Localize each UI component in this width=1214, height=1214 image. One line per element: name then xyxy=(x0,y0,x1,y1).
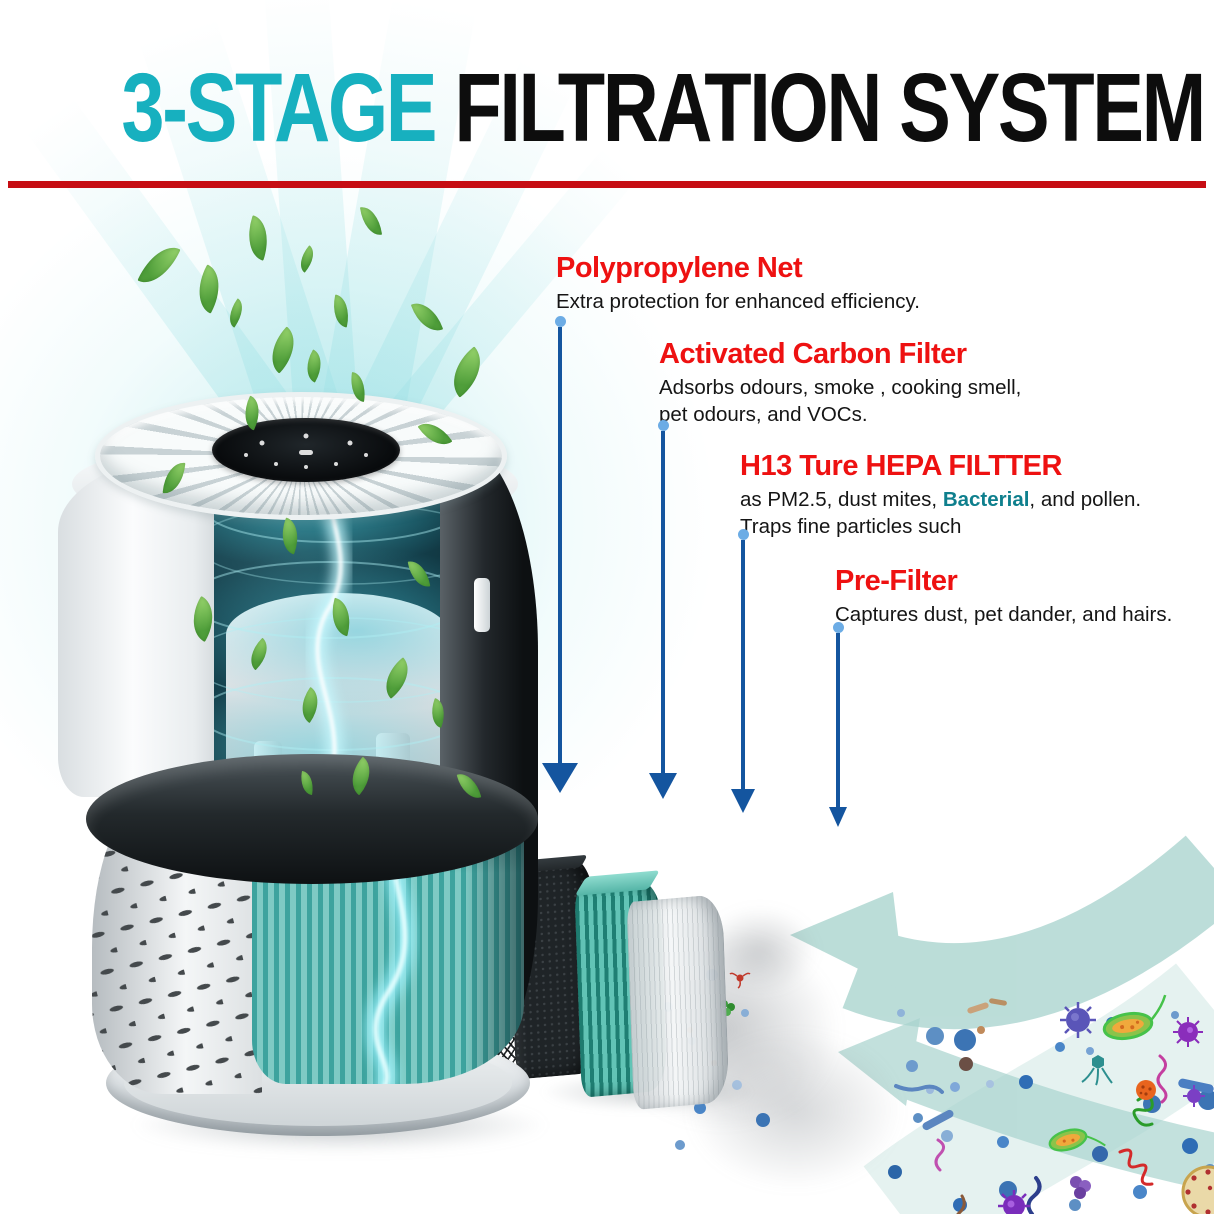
particle-dot xyxy=(999,1181,1017,1199)
virus-icon xyxy=(998,1190,1030,1214)
arrow-pre-filter xyxy=(829,622,847,827)
particle-dot xyxy=(1106,1017,1118,1029)
rod-particle xyxy=(967,1002,989,1014)
particle-dot xyxy=(1198,1090,1214,1110)
label-polypropylene-net: Polypropylene Net Extra protection for e… xyxy=(556,252,920,315)
particle-dot xyxy=(1086,1047,1094,1055)
particle-dot xyxy=(913,1113,923,1123)
page-title: 3-STAGE FILTRATION SYSTEM xyxy=(121,52,1206,164)
particle-squiggles xyxy=(894,998,1214,1214)
rod-particle xyxy=(1178,1078,1214,1094)
particle-dot xyxy=(953,1198,967,1212)
particle-dot xyxy=(986,1080,994,1088)
control-panel-icons xyxy=(244,433,368,469)
microbe-cluster-icon xyxy=(1070,1176,1091,1199)
phage-icon xyxy=(1081,1055,1113,1086)
particle-dot xyxy=(959,1057,973,1071)
particle-dot xyxy=(926,1027,944,1045)
arrow-head-icon xyxy=(829,807,847,827)
pollen-icon xyxy=(1181,1165,1214,1214)
control-panel xyxy=(212,418,400,482)
orange-microbe-icon xyxy=(1136,1080,1156,1100)
filter-clip xyxy=(474,578,490,632)
pre-filter-sheet xyxy=(626,893,730,1111)
arrow-hepa-filter xyxy=(731,529,755,813)
arrow-head-icon xyxy=(731,789,755,813)
arrow-head-icon xyxy=(542,763,578,793)
label-heading: Pre-Filter xyxy=(835,565,958,597)
virus-icon xyxy=(1173,1017,1203,1047)
arrow-origin-dot xyxy=(657,420,669,431)
arrow-activated-carbon xyxy=(649,420,677,799)
label-body: as PM2.5, dust mites, Bacterial, and pol… xyxy=(740,488,1142,538)
particle-dot xyxy=(1092,1146,1108,1162)
arrow-line xyxy=(558,327,562,763)
label-body: Captures dust, pet dander, and hairs. xyxy=(835,603,1173,626)
squiggle-microbe xyxy=(934,1138,945,1172)
squiggle-microbe xyxy=(1156,1054,1168,1104)
particle-dot xyxy=(1055,1042,1065,1052)
particle-dot xyxy=(1182,1138,1198,1154)
rod-particle xyxy=(989,998,1007,1006)
particle-dot xyxy=(1204,1164,1214,1176)
label-body: Extra protection for enhanced efficiency… xyxy=(556,290,920,313)
label-heading: Polypropylene Net xyxy=(556,252,803,284)
title-rest: FILTRATION SYSTEM xyxy=(435,53,1206,162)
red-divider-line xyxy=(8,181,1206,188)
label-heading: H13 Ture HEPA FILTTER xyxy=(740,450,1062,482)
arrow-line xyxy=(836,633,840,807)
virus-icon xyxy=(1060,1002,1096,1038)
particle-dot xyxy=(1143,1095,1161,1113)
arrow-head-icon xyxy=(649,773,677,799)
bacterial-highlight: Bacterial xyxy=(942,488,1030,511)
arrow-origin-dot xyxy=(832,622,844,633)
squiggle-microbe xyxy=(1132,1095,1154,1127)
label-hepa-filter: H13 Ture HEPA FILTTER as PM2.5, dust mit… xyxy=(740,450,1141,540)
particle-dot xyxy=(1133,1185,1147,1199)
arrow-origin-dot xyxy=(737,529,749,540)
virus-icon xyxy=(1183,1085,1205,1107)
particle-dot xyxy=(950,1082,960,1092)
particle-dot xyxy=(954,1029,976,1051)
bacteria-icon xyxy=(1102,994,1167,1041)
particle-dot xyxy=(1069,1199,1081,1211)
label-heading: Activated Carbon Filter xyxy=(659,338,967,370)
particle-dot xyxy=(941,1130,953,1142)
particle-dot xyxy=(1171,1011,1179,1019)
squiggle-microbe xyxy=(1118,1148,1154,1186)
particle-dot xyxy=(1019,1075,1033,1089)
arrow-polypropylene-net xyxy=(542,316,578,793)
title-accent: 3-STAGE xyxy=(121,53,437,162)
particle-dot xyxy=(997,1136,1009,1148)
label-body: Adsorbs odours, smoke , cooking smell,pe… xyxy=(659,376,1022,426)
squiggle-microbe xyxy=(1026,1176,1042,1214)
particle-dot xyxy=(977,1026,985,1034)
bacteria-icon xyxy=(1048,1128,1106,1152)
particle-dot xyxy=(897,1009,905,1017)
squiggle-microbe xyxy=(956,1194,966,1214)
label-activated-carbon-filter: Activated Carbon Filter Adsorbs odours, … xyxy=(659,338,1021,428)
rod-particle xyxy=(922,1109,954,1131)
arrow-line xyxy=(661,431,665,773)
label-pre-filter: Pre-Filter Captures dust, pet dander, an… xyxy=(835,565,1172,628)
separator-ring xyxy=(86,754,538,884)
particle-dot xyxy=(926,1086,934,1094)
arrow-origin-dot xyxy=(554,316,566,327)
arrow-line xyxy=(741,540,745,789)
